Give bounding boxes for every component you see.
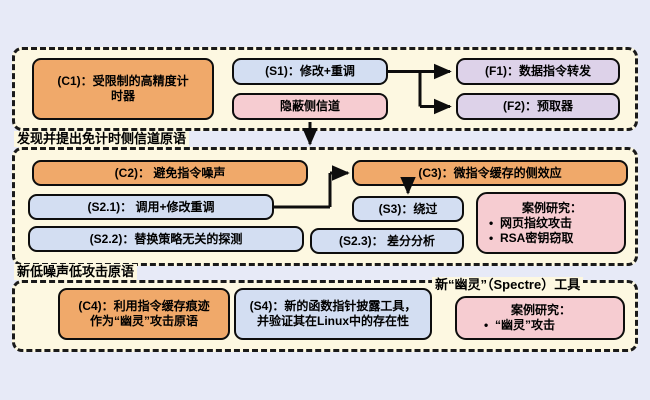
node-c2[interactable]: (C2)： 避免指令噪声	[32, 160, 308, 186]
section-label-spectre: 新“幽灵”（Spectre）工具	[432, 277, 584, 293]
node-s22-label: (S2.2)：替换策略无关的探测	[89, 231, 243, 246]
list-item: 网页指纹攻击	[489, 216, 618, 231]
node-s21[interactable]: (S2.1)： 调用+修改重调	[28, 194, 274, 220]
case-study-1-list: 网页指纹攻击 RSA密钥窃取	[486, 216, 618, 246]
node-covert-channel-label: 隐蔽侧信道	[279, 99, 340, 113]
case-study-box-1[interactable]: 案例研究： 网页指纹攻击 RSA密钥窃取	[476, 192, 626, 254]
node-f1[interactable]: (F1)：数据指令转发	[456, 58, 620, 85]
node-c1[interactable]: (C1)：受限制的高精度计 时器	[32, 58, 214, 120]
node-c4[interactable]: (C4)：利用指令缓存痕迹 作为“幽灵”攻击原语	[58, 288, 230, 340]
node-s22[interactable]: (S2.2)：替换策略无关的探测	[28, 226, 304, 252]
case-study-1-title: 案例研究：	[521, 200, 582, 215]
node-c4-label: (C4)：利用指令缓存痕迹 作为“幽灵”攻击原语	[78, 299, 210, 328]
node-f2-label: (F2)：预取器	[503, 99, 573, 113]
node-s4[interactable]: (S4)：新的函数指针披露工具， 并验证其在Linux中的存在性	[234, 288, 432, 340]
node-c3-label: (C3)：微指令缓存的侧效应	[418, 165, 562, 180]
section-label-findings: 发现并提出免计时侧信道原语	[14, 131, 190, 147]
node-s3-label: (S3)：绕过	[378, 201, 438, 216]
case-study-box-2[interactable]: 案例研究： “幽灵”攻击	[455, 296, 625, 340]
node-s1-label: (S1)：修改+重调	[265, 64, 355, 78]
node-c2-label: (C2)： 避免指令噪声	[114, 165, 226, 180]
node-f2[interactable]: (F2)：预取器	[456, 93, 620, 120]
list-item: “幽灵”攻击	[484, 318, 617, 333]
node-covert-channel[interactable]: 隐蔽侧信道	[232, 93, 388, 120]
node-s4-label: (S4)：新的函数指针披露工具， 并验证其在Linux中的存在性	[249, 299, 417, 328]
node-s23-label: (S2.3)： 差分分析	[338, 233, 435, 248]
node-s3[interactable]: (S3)：绕过	[352, 196, 464, 222]
list-item: RSA密钥窃取	[489, 231, 618, 246]
case-study-2-list: “幽灵”攻击	[465, 318, 617, 333]
node-c3[interactable]: (C3)：微指令缓存的侧效应	[352, 160, 628, 186]
node-s21-label: (S2.1)： 调用+修改重调	[87, 199, 215, 214]
section-label-low-noise: 新低噪声低攻击原语	[14, 264, 138, 280]
node-s1[interactable]: (S1)：修改+重调	[232, 58, 388, 85]
node-c1-label: (C1)：受限制的高精度计 时器	[57, 74, 189, 103]
node-s23[interactable]: (S2.3)： 差分分析	[310, 228, 464, 254]
node-f1-label: (F1)：数据指令转发	[485, 64, 591, 78]
case-study-2-title: 案例研究：	[510, 303, 571, 317]
